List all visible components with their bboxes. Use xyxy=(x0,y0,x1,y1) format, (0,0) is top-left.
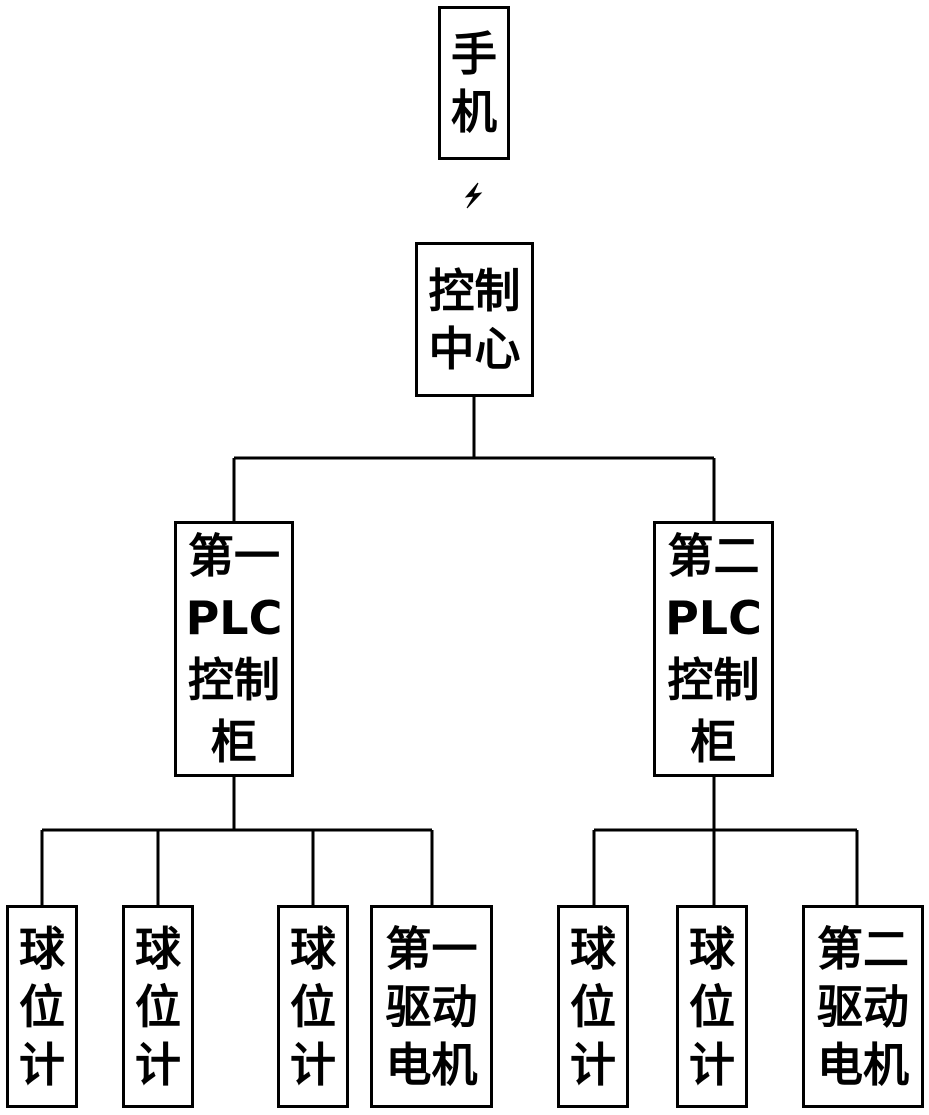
ball-position-meter-4: 球 位 计 xyxy=(557,905,629,1108)
plc2-cabinet-box: 第二 PLC 控制 柜 xyxy=(653,521,774,777)
ball-position-meter-3-label: 球 位 计 xyxy=(290,921,336,1092)
control-center-box: 控制 中心 xyxy=(415,242,534,397)
control-center-label: 控制 中心 xyxy=(428,263,521,376)
plc2-cabinet-label: 第二 PLC 控制 柜 xyxy=(665,529,762,769)
phone-box: 手 机 xyxy=(438,6,510,160)
ball-position-meter-5-label: 球 位 计 xyxy=(689,921,735,1092)
first-drive-motor-label: 第一 驱动 电机 xyxy=(385,921,478,1092)
ball-position-meter-2: 球 位 计 xyxy=(122,905,194,1108)
ball-position-meter-1: 球 位 计 xyxy=(6,905,78,1108)
ball-position-meter-2-label: 球 位 计 xyxy=(135,921,181,1092)
ball-position-meter-5: 球 位 计 xyxy=(676,905,748,1108)
ball-position-meter-3: 球 位 计 xyxy=(277,905,349,1108)
plc1-cabinet-box: 第一 PLC 控制 柜 xyxy=(174,521,294,777)
second-drive-motor-box: 第二 驱动 电机 xyxy=(802,905,924,1108)
lightning-bolt-icon xyxy=(464,182,483,209)
ball-position-meter-1-label: 球 位 计 xyxy=(19,921,65,1092)
ball-position-meter-4-label: 球 位 计 xyxy=(570,921,616,1092)
phone-label: 手 机 xyxy=(451,27,497,139)
plc1-cabinet-label: 第一 PLC 控制 柜 xyxy=(185,529,283,769)
first-drive-motor-box: 第一 驱动 电机 xyxy=(370,905,493,1108)
second-drive-motor-label: 第二 驱动 电机 xyxy=(817,921,909,1092)
